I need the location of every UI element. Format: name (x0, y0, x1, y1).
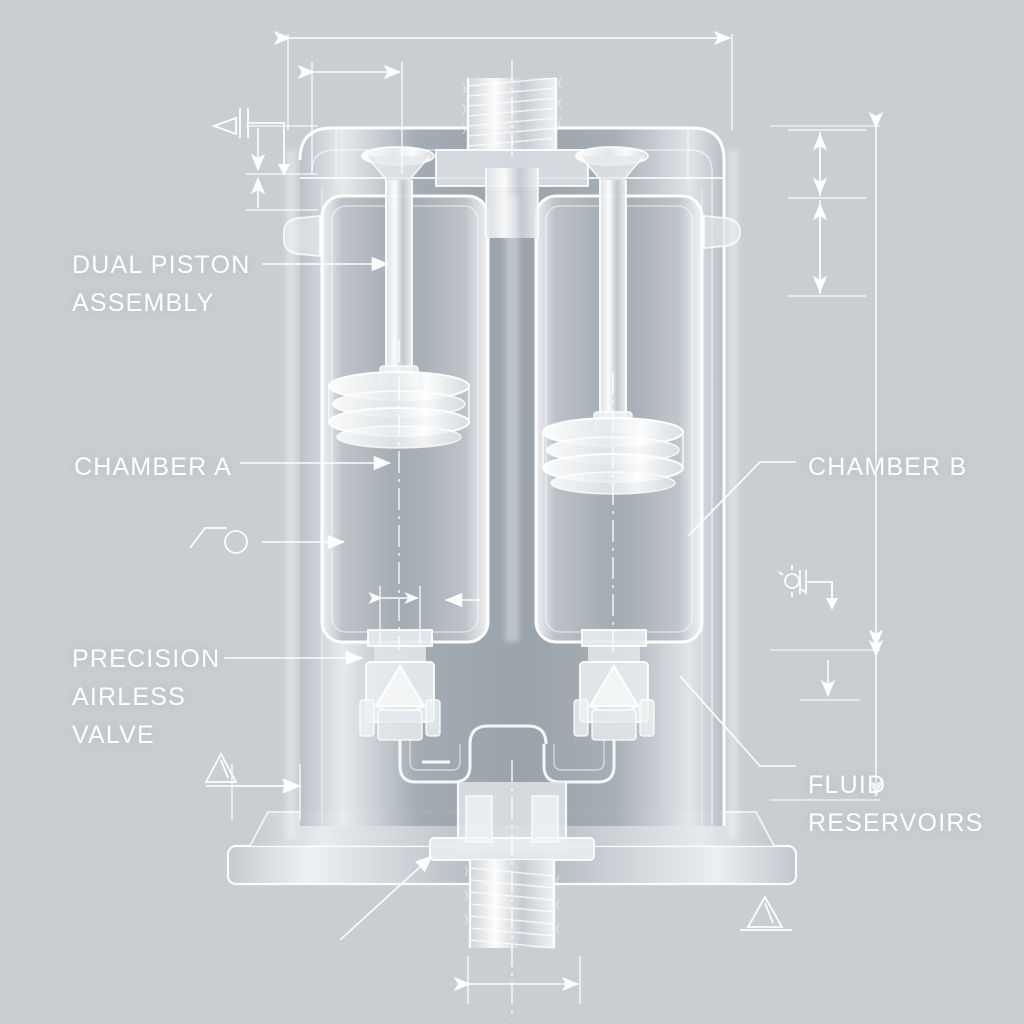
datum-feature-circle-icon (778, 565, 838, 610)
dimension-lines (231, 30, 884, 1004)
leader-lines (206, 256, 796, 941)
dimension-base-height (770, 639, 884, 801)
dimension-piston-bore-width (297, 62, 403, 174)
dimension-valve-offset (800, 660, 860, 701)
dimension-overall-width (273, 30, 733, 130)
section-triangle-icon-left (204, 752, 238, 783)
section-triangle-icon-bottom (740, 895, 792, 931)
dimension-body-upper-height (788, 200, 866, 297)
airless-valve-b (573, 629, 655, 741)
piston-b-head (542, 411, 684, 495)
airless-valve-a (359, 629, 441, 741)
annotation-symbols (189, 108, 838, 931)
piston-b-assembly (542, 146, 684, 495)
centerlines (398, 60, 614, 1020)
fluid-manifold (398, 724, 616, 784)
dimension-overall-height (770, 111, 884, 651)
highlight-sheen (286, 150, 738, 840)
dimension-shoulder-left (246, 125, 318, 211)
surface-finish-mark-icon (189, 527, 248, 554)
top-threaded-inlet-port (435, 77, 589, 238)
dimension-outlet-port-width (453, 956, 581, 1004)
leader-fluid-reservoirs (679, 675, 796, 767)
dimension-cap-height (788, 129, 866, 199)
dimension-chamber-height (368, 586, 421, 644)
datum-feature-flag-icon (211, 108, 290, 176)
leader-outlet (339, 855, 433, 941)
leader-chamber-b (687, 461, 796, 537)
